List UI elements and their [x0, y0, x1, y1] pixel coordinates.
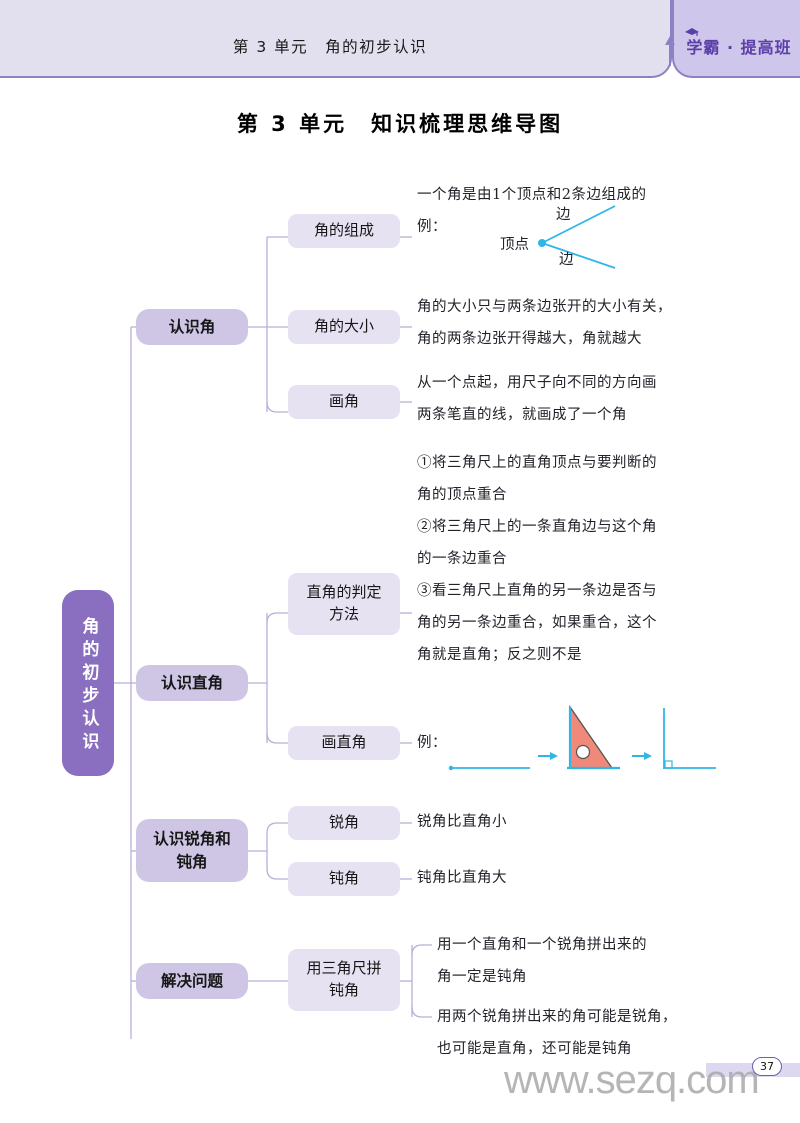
graduation-cap-icon	[685, 28, 699, 36]
mindmap-node-right-angle-judgement[interactable]: 直角的判定 方法	[288, 573, 400, 635]
content-acute-angle: 锐角比直角小	[417, 814, 507, 830]
mindmap-node-draw-right-angle[interactable]: 画直角	[288, 726, 400, 760]
mindmap-node-obtuse-angle[interactable]: 钝角	[288, 862, 400, 896]
mindmap-node-recognize-angle[interactable]: 认识角	[136, 309, 248, 345]
content-angle-composition: 一个角是由1个顶点和2条边组成的 例：	[417, 187, 647, 235]
header-band	[0, 0, 672, 78]
header-brand-band	[672, 0, 800, 78]
mindmap-node-angle-size[interactable]: 角的大小	[288, 310, 400, 344]
angle-diagram-figure	[538, 205, 616, 269]
mindmap-node-acute-angle[interactable]: 锐角	[288, 806, 400, 840]
content-draw-angle: 从一个点起，用尺子向不同的方向画 两条笔直的线，就画成了一个角	[417, 375, 657, 423]
mindmap-node-acute-obtuse[interactable]: 认识锐角和 钝角	[136, 819, 248, 882]
angle-vertex-label: 顶点	[500, 237, 529, 253]
right-arrow-icon	[632, 752, 652, 760]
content-right-angle-judgement: ①将三角尺上的直角顶点与要判断的 角的顶点重合 ②将三角尺上的一条直角边与这个角…	[417, 455, 657, 663]
mindmap-node-combine-set-square[interactable]: 用三角尺拼 钝角	[288, 949, 400, 1011]
page-number: 37	[752, 1057, 782, 1076]
content-obtuse-angle: 钝角比直角大	[417, 870, 507, 886]
page-title: 第 3 单元 知识梳理思维导图	[236, 112, 564, 136]
header-brand-label: 学霸 · 提高班	[686, 38, 792, 57]
mindmap-root-node[interactable]: 角的初步认识	[62, 590, 114, 776]
mindmap-node-recognize-right-angle[interactable]: 认识直角	[136, 665, 248, 701]
right-arrow-icon	[538, 752, 558, 760]
header-unit-label: 第 3 单元 角的初步认识	[232, 38, 428, 56]
content-two-acute: 用两个锐角拼出来的角可能是锐角， 也可能是直角，还可能是钝角	[437, 1009, 677, 1057]
watermark: www.sezq.com	[504, 1058, 760, 1102]
page-header: 第 3 单元 角的初步认识 学霸 · 提高班	[0, 0, 800, 82]
angle-side-label-bottom: 边	[559, 252, 574, 268]
angle-side-label-top: 边	[556, 207, 571, 223]
draw-right-angle-figure	[448, 704, 716, 771]
up-arrow-icon	[665, 36, 675, 66]
content-angle-size: 角的大小只与两条边张开的大小有关， 角的两条边张开得越大，角就越大	[417, 299, 672, 347]
mindmap-node-solve-problem[interactable]: 解决问题	[136, 963, 248, 999]
mindmap-node-draw-angle[interactable]: 画角	[288, 385, 400, 419]
content-right-plus-acute: 用一个直角和一个锐角拼出来的 角一定是钝角	[437, 937, 647, 985]
mindmap-node-angle-composition[interactable]: 角的组成	[288, 214, 400, 248]
content-draw-right-angle: 例：	[417, 735, 447, 751]
